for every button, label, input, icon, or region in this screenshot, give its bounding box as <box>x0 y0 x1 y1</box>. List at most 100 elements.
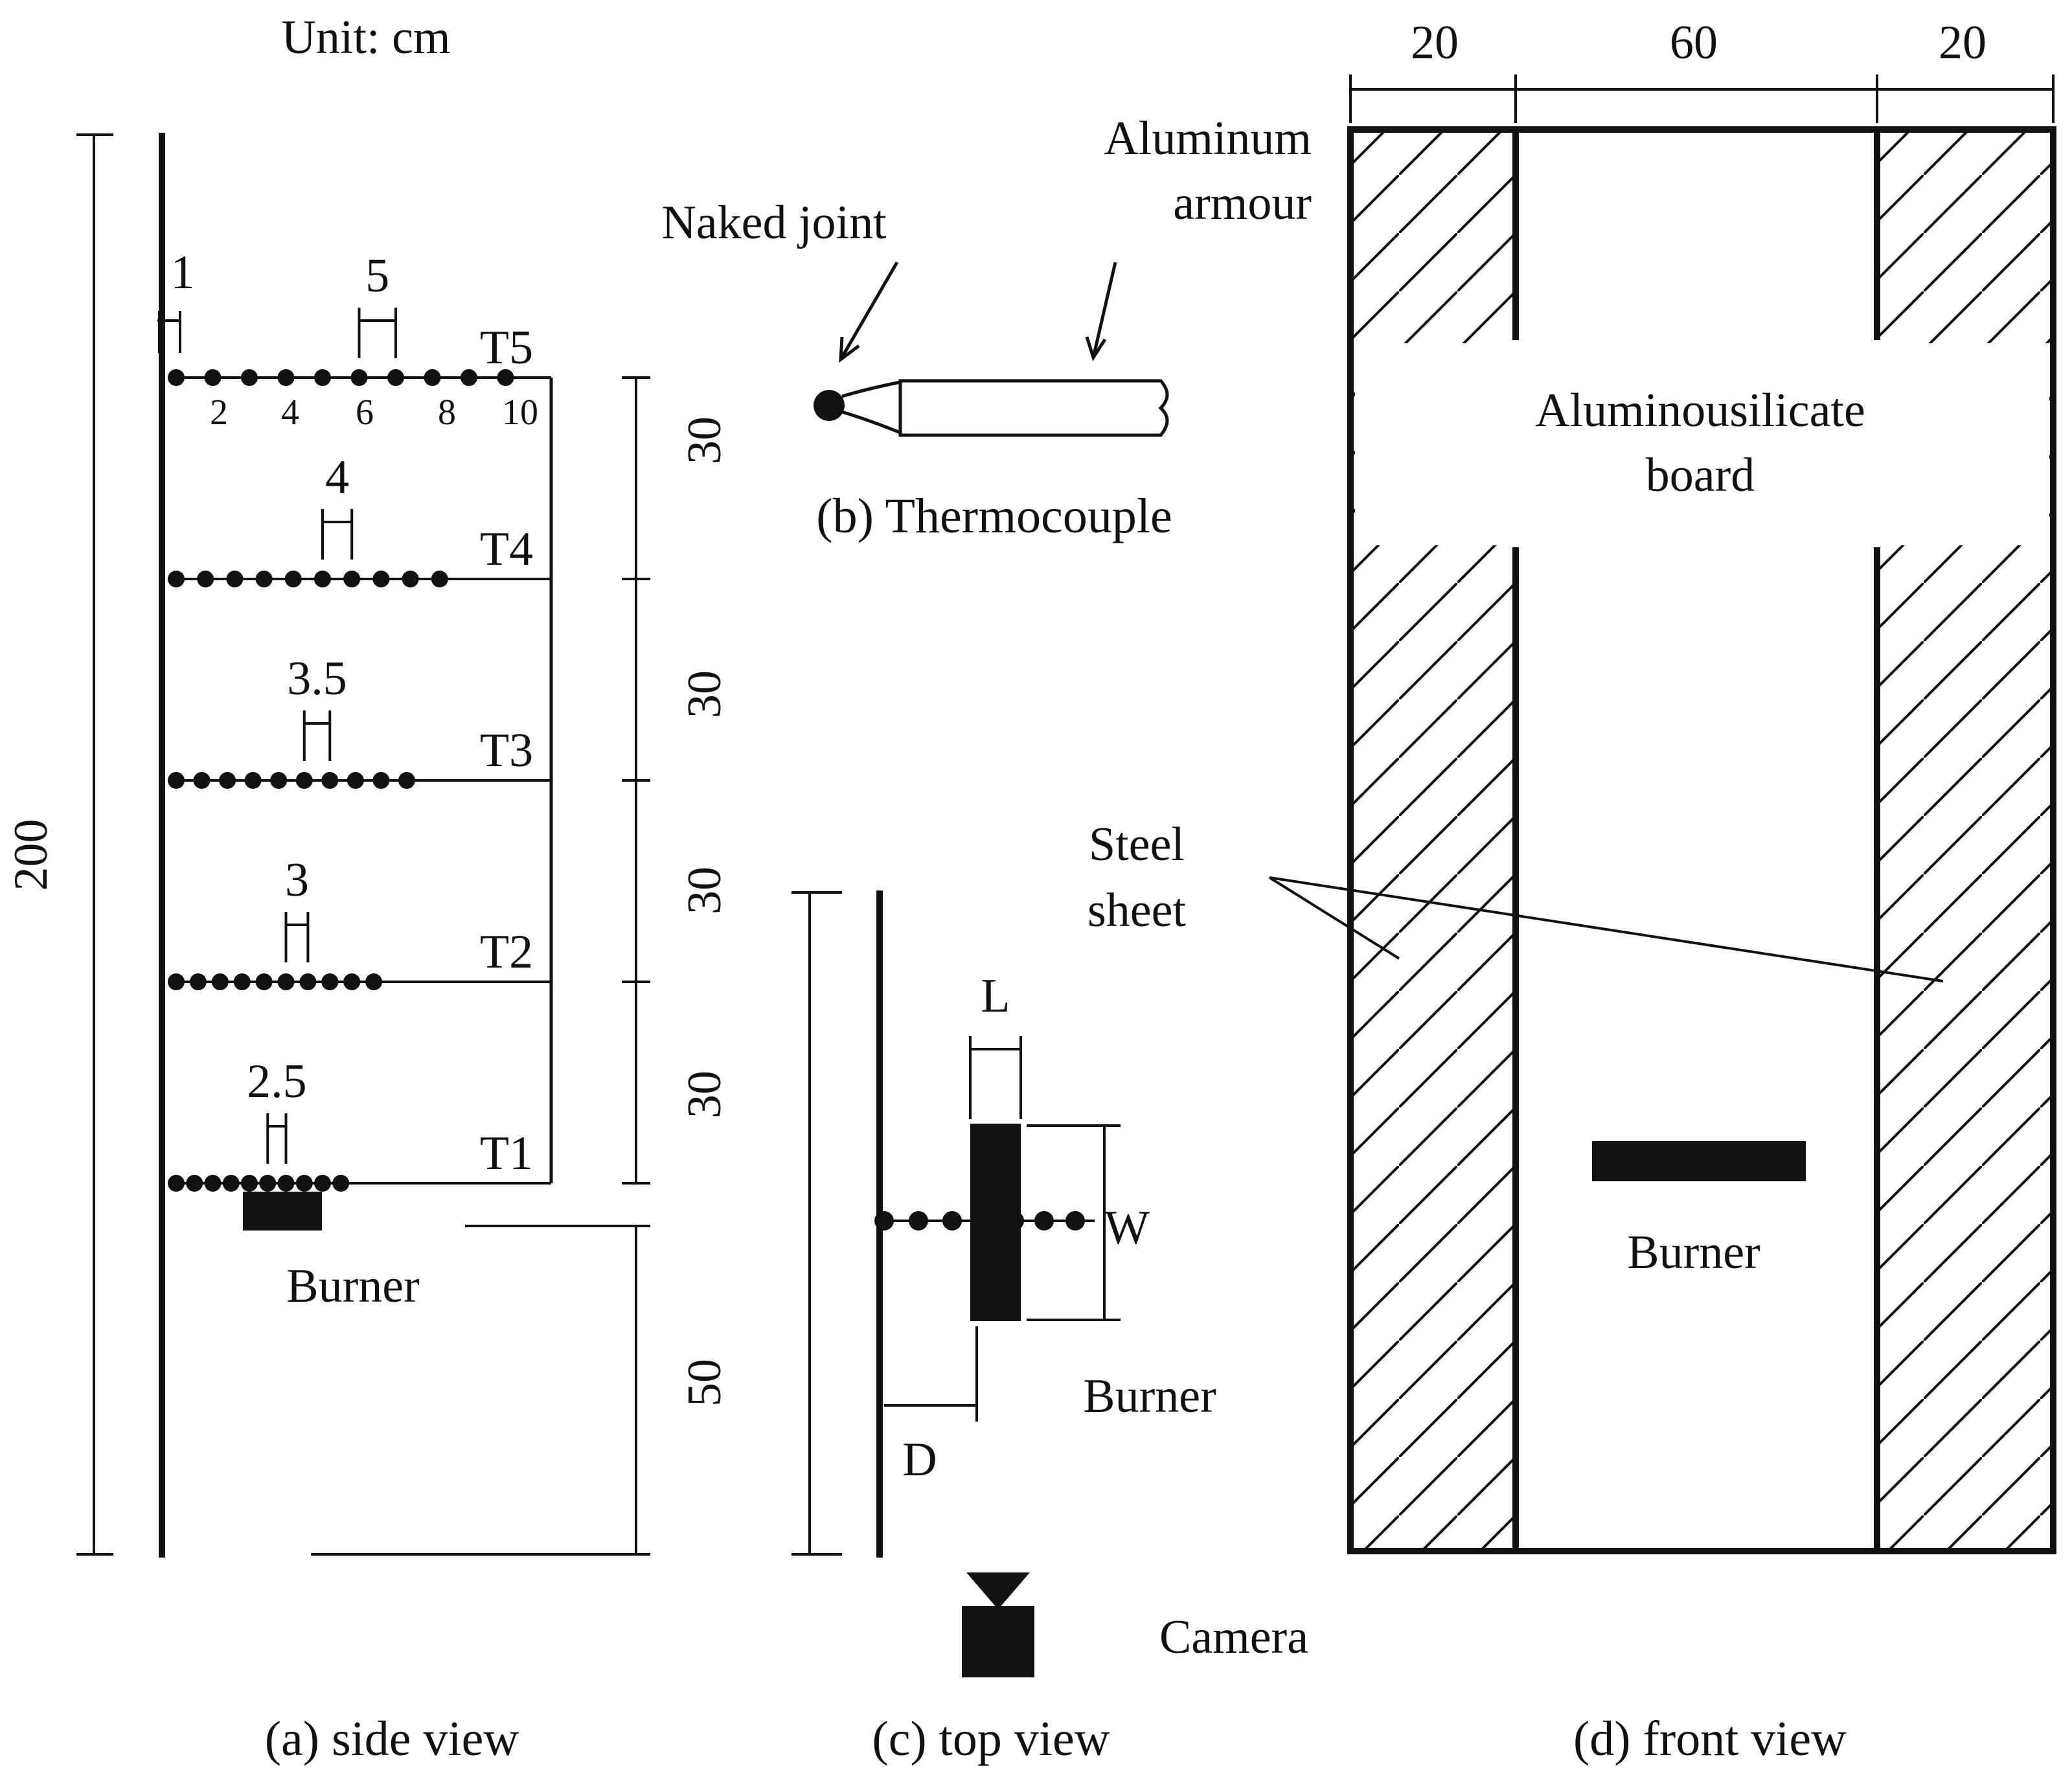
thermocouple-point <box>244 772 262 789</box>
thermocouple-point <box>332 1175 350 1192</box>
armour-label-line1: Aluminum <box>1104 112 1312 165</box>
front-burner-label: Burner <box>1627 1226 1760 1279</box>
row-name-label: T3 <box>480 724 533 777</box>
W-label: W <box>1104 1201 1150 1254</box>
thermocouple-point <box>387 369 404 386</box>
top-view-thermocouple-point <box>1065 1211 1085 1231</box>
width-dimensions <box>1349 74 2055 123</box>
thermocouple-point <box>233 973 251 990</box>
thermocouple-point <box>424 369 441 386</box>
right-steel-sheet <box>1877 130 2053 1551</box>
thermocouple-wires <box>841 380 901 435</box>
thermocouple-row: 4T4 <box>168 451 551 587</box>
front-view-caption: (d) front view <box>1573 1712 1847 1766</box>
joint-arrow <box>839 261 899 361</box>
thermocouple-point <box>226 571 244 587</box>
bottom-dim-label: 50 <box>678 1359 731 1407</box>
position-label: 4 <box>281 392 299 433</box>
thermocouple-point <box>168 571 185 587</box>
row-spacing-dimension <box>311 376 650 1556</box>
thermocouple-row: 3T2 <box>168 854 551 990</box>
thermocouple-rows: 5T5 4T4 3.5T3 3T2 2.5T1 <box>168 249 551 1192</box>
thermocouple-point <box>314 571 331 587</box>
thermocouple-point <box>372 571 390 587</box>
thermocouple-point <box>295 772 313 789</box>
thermocouple-point <box>277 1175 295 1192</box>
thermocouple-point <box>398 772 415 789</box>
thermocouple-point <box>219 772 236 789</box>
thermocouple-point <box>461 369 477 386</box>
steel-label-bg <box>1062 813 1244 949</box>
top-view-burner <box>970 1124 1021 1321</box>
armour-arrow <box>1091 262 1117 358</box>
burner-block <box>243 1192 322 1231</box>
height-dim-label: 200 <box>5 819 58 891</box>
thermocouple-point <box>497 369 514 386</box>
row-spacing-label: 2.5 <box>247 1055 307 1108</box>
thermocouple-point <box>277 973 295 990</box>
position-labels: 2 4 6 8 10 <box>210 392 538 433</box>
D-dimension <box>884 1326 978 1422</box>
top-burner-label: Burner <box>1083 1370 1216 1423</box>
thermocouple-point <box>186 1175 203 1192</box>
thermocouple-point <box>197 571 214 587</box>
spacing-marker <box>284 912 310 962</box>
camera-lens-icon <box>966 1572 1030 1609</box>
left-steel-sheet <box>1350 130 1516 1551</box>
top-view-caption: (c) top view <box>872 1712 1110 1766</box>
row-spacing-label: 3 <box>285 854 309 907</box>
row-spacing-label: 4 <box>325 451 349 504</box>
steel-leader-lines <box>1268 876 1944 982</box>
thermocouple-point <box>299 973 317 990</box>
thermocouple-point <box>365 973 383 990</box>
row-spacing-label: 3.5 <box>287 652 347 705</box>
thermocouple-point <box>255 973 273 990</box>
top-gap-label: 1 <box>171 246 195 299</box>
top-view-thermocouple-point <box>1034 1211 1054 1231</box>
thermocouple-point <box>343 973 361 990</box>
row-name-label: T2 <box>480 925 533 979</box>
camera-label: Camera <box>1159 1611 1308 1664</box>
thermocouple-detail: Naked joint Aluminum armour (b) Thermoco… <box>661 112 1312 543</box>
burner-label: Burner <box>286 1260 420 1313</box>
front-view: 20 60 20 Aluminousilicate board Steel sh… <box>1062 16 2056 1766</box>
top-gap-marker <box>157 311 181 353</box>
thermocouple-point <box>347 772 364 789</box>
armour-arrowhead <box>1085 336 1107 361</box>
height-dimension <box>76 133 113 1556</box>
spacing-marker <box>302 710 332 761</box>
thermocouple-point <box>284 571 302 587</box>
front-view-burner <box>1592 1141 1806 1181</box>
thermocouple-point <box>168 1175 185 1192</box>
spacing-label: 30 <box>678 1071 731 1118</box>
thermocouple-point <box>321 772 339 789</box>
aluminousilicate-board <box>1355 343 2049 545</box>
spacing-marker <box>321 509 354 560</box>
thermocouple-point <box>222 1175 240 1192</box>
position-label: 6 <box>356 392 374 433</box>
spacing-label: 30 <box>678 867 731 914</box>
thermocouple-row: 3.5T3 <box>168 652 551 789</box>
thermocouple-row: 2.5T1 <box>168 1055 551 1192</box>
thermocouple-point <box>321 973 339 990</box>
thermocouple-point <box>193 772 211 789</box>
thermocouple-point <box>402 571 419 587</box>
row-spacing-label: 5 <box>365 249 389 302</box>
position-label: 10 <box>502 392 538 433</box>
thermocouple-point <box>255 571 273 587</box>
joint-arrowhead <box>839 336 860 363</box>
thermocouple-point <box>277 369 295 386</box>
top-view-thermocouple-point <box>874 1211 894 1231</box>
thermocouple-point <box>211 973 229 990</box>
thermocouple-caption: (b) Thermocouple <box>816 489 1172 543</box>
side-view: Unit: cm 200 5T5 4T4 3.5T3 3T2 2.5T1 1 2 4 6… <box>5 11 731 1766</box>
top-view-thermocouple-point <box>909 1211 928 1231</box>
thermocouple-point <box>241 369 258 386</box>
thermocouple-point <box>270 772 288 789</box>
thermocouple-point <box>343 571 361 587</box>
row-name-label: T5 <box>480 321 533 374</box>
unit-label: Unit: cm <box>281 11 450 64</box>
thermocouple-point <box>372 772 390 789</box>
spacing-marker <box>266 1113 288 1164</box>
naked-joint-label: Naked joint <box>661 196 887 249</box>
